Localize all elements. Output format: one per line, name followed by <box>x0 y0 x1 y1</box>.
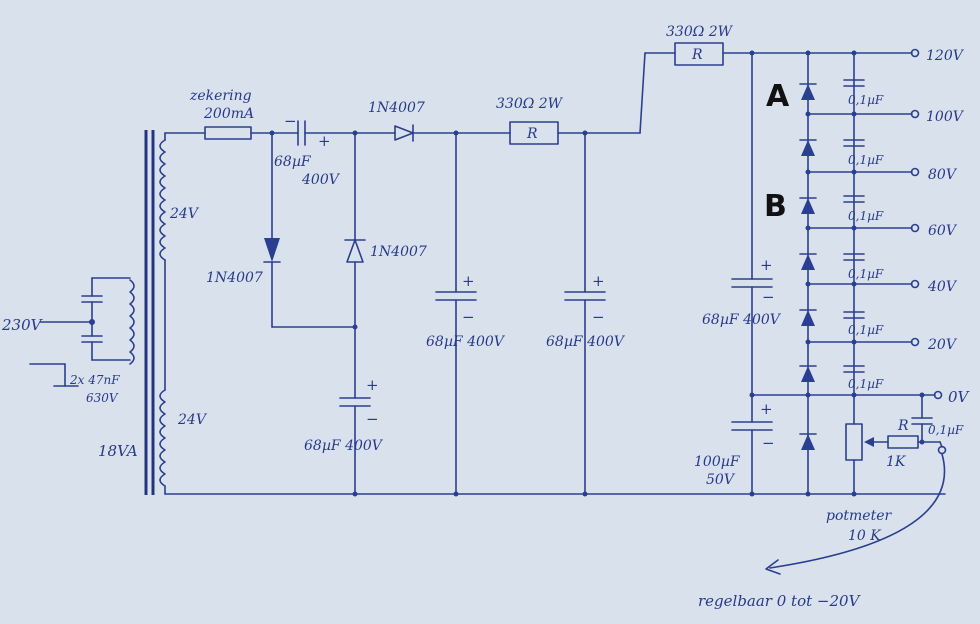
cap-low-label: 68µF 400V <box>304 438 384 454</box>
cap-bottom-voltage: 50V <box>706 472 736 488</box>
cap-bottom-minus: − <box>762 434 775 452</box>
mains-caps-label: 2x 47nF <box>69 373 120 387</box>
diode-left-label: 1N4007 <box>206 270 263 286</box>
mains-input <box>29 277 131 387</box>
series-cap-value: 68µF <box>274 154 312 170</box>
zener-cap-label-3: 0,1µF <box>848 209 884 223</box>
output-20v: 20V <box>927 337 958 353</box>
pot-r-label: R <box>897 418 909 434</box>
res2-symbol: R <box>526 126 538 142</box>
resistor-1 <box>674 42 724 66</box>
output-40v: 40V <box>927 279 958 295</box>
pot-value-label: 10 K <box>848 528 882 544</box>
series-cap-plus: + <box>318 132 331 150</box>
section-b-label: B <box>764 189 787 224</box>
resistor-1k <box>887 435 919 449</box>
output-0v: 0V <box>948 388 971 406</box>
fuse-rating-label: 200mA <box>203 106 254 122</box>
zener-cap-label-5: 0,1µF <box>848 323 884 337</box>
filter1-plus: + <box>462 272 475 290</box>
winding-bottom-label: 24V <box>177 412 208 428</box>
cap-bottom-plus: + <box>760 400 773 418</box>
series-cap-voltage: 400V <box>301 172 341 188</box>
zener-cap-label-1: 0,1µF <box>848 93 884 107</box>
cap-right-minus: − <box>762 288 775 306</box>
res2-label: 330Ω 2W <box>496 96 564 112</box>
decoupling-caps <box>843 79 865 373</box>
zener-diodes <box>799 83 817 450</box>
diode-mid-label: 1N4007 <box>370 244 427 260</box>
mains-voltage-label: 230V <box>1 316 44 334</box>
zener-cap-label-2: 0,1µF <box>848 153 884 167</box>
wiring <box>164 42 947 575</box>
fuse-name-label: zekering <box>189 88 252 104</box>
output-60v: 60V <box>928 223 958 239</box>
transformer <box>129 130 166 495</box>
zener-cap-label-6: 0,1µF <box>848 377 884 391</box>
filter2-plus: + <box>592 272 605 290</box>
cap-right-label: 68µF 400V <box>702 312 782 328</box>
cap-low-minus: − <box>366 410 379 428</box>
adjustable-range-label: regelbaar 0 tot −20V <box>698 592 862 610</box>
series-cap-minus: − <box>284 112 297 130</box>
filter1-minus: − <box>462 308 475 326</box>
potmeter <box>845 423 863 461</box>
pot-r-value: 1K <box>886 454 907 470</box>
filter1-label: 68µF 400V <box>426 334 506 350</box>
res1-label: 330Ω 2W <box>666 24 734 40</box>
res1-symbol: R <box>691 47 703 63</box>
cap-right-plus: + <box>760 256 773 274</box>
filter2-minus: − <box>592 308 605 326</box>
pot-name-label: potmeter <box>826 508 892 524</box>
section-a-label: A <box>766 79 790 114</box>
output-100v: 100V <box>926 109 965 125</box>
pot-cap-label: 0,1µF <box>928 423 964 437</box>
zener-cap-label-4: 0,1µF <box>848 267 884 281</box>
output-taps <box>805 48 943 400</box>
winding-top-label: 24V <box>169 206 200 222</box>
cap-low-plus: + <box>366 376 379 394</box>
cap-bottom-value: 100µF <box>694 454 741 470</box>
potmeter-section <box>765 394 947 575</box>
fuse <box>204 126 252 140</box>
filter2-label: 68µF 400V <box>546 334 626 350</box>
output-120v: 120V <box>926 48 965 64</box>
diode-top-label: 1N4007 <box>368 100 425 116</box>
mains-caps-voltage-label: 630V <box>86 391 119 405</box>
transformer-power-label: 18VA <box>98 442 138 460</box>
output-80v: 80V <box>928 167 958 183</box>
